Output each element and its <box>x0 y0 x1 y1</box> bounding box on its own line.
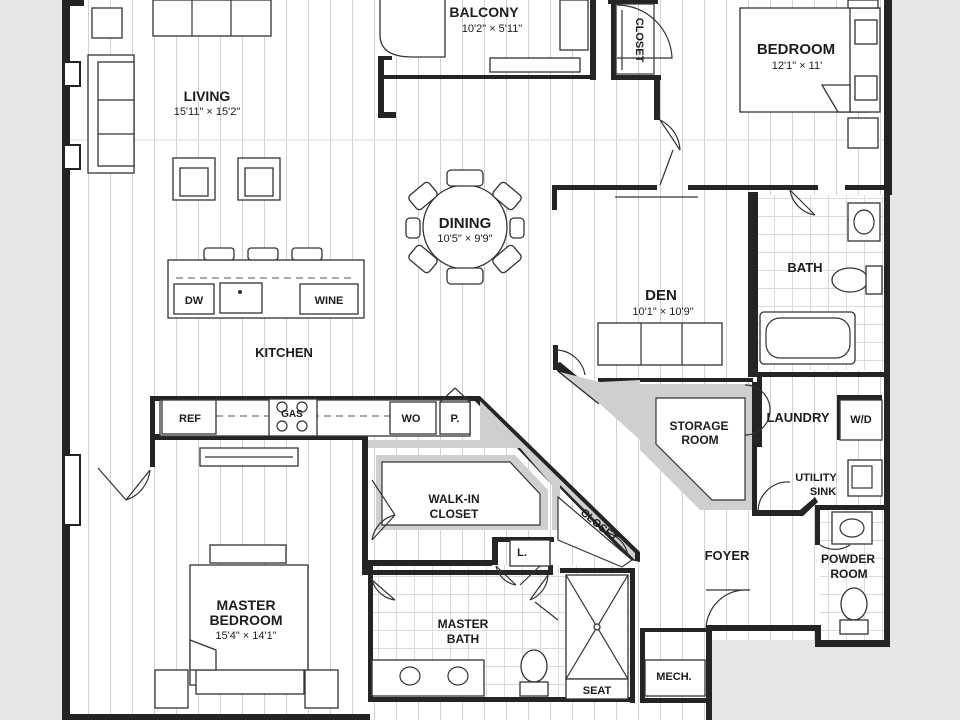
walk-in-label-1: WALK-IN <box>428 492 479 506</box>
balcony-dims: 10'2" × 5'11" <box>462 23 523 35</box>
dw-label: DW <box>185 295 204 307</box>
gas-label: GAS <box>281 409 303 420</box>
master-bedroom-label-2: BEDROOM <box>209 612 282 628</box>
wd-label: W/D <box>850 414 871 426</box>
master-bedroom-dims: 15'4" × 14'1" <box>215 630 276 642</box>
bedroom-label: BEDROOM <box>757 41 835 58</box>
bath-label: BATH <box>787 260 822 275</box>
storage-label-1: STORAGE <box>669 419 728 433</box>
storage-label-2: ROOM <box>681 433 718 447</box>
living-dims: 15'11" × 15'2" <box>174 106 241 118</box>
linen-label: L. <box>517 547 527 559</box>
master-bedroom-label-1: MASTER <box>216 597 275 613</box>
living-label: LIVING <box>184 88 231 104</box>
wine-label: WINE <box>315 295 344 307</box>
seat-label: SEAT <box>583 685 612 697</box>
utility-label-2: SINK <box>810 486 836 498</box>
ref-label: REF <box>179 413 201 425</box>
pantry-label: P. <box>451 413 460 425</box>
laundry-label: LAUNDRY <box>766 410 829 425</box>
dining-label: DINING <box>439 215 492 232</box>
wo-label: WO <box>402 413 421 425</box>
closet-top-label: CLOSET <box>633 18 645 63</box>
kitchen-label: KITCHEN <box>255 345 313 360</box>
powder-label-2: ROOM <box>830 567 867 581</box>
doors <box>97 4 851 631</box>
foyer-label: FOYER <box>705 548 750 563</box>
den-dims: 10'1" × 10'9" <box>632 306 693 318</box>
bedroom-dims: 12'1" × 11' <box>772 60 822 72</box>
master-bath-label-1: MASTER <box>438 617 489 631</box>
balcony-label: BALCONY <box>449 4 519 20</box>
utility-label-1: UTILITY <box>795 472 837 484</box>
mech-label: MECH. <box>656 671 691 683</box>
den-label: DEN <box>645 287 677 304</box>
room-labels: BALCONY 10'2" × 5'11" CLOSET BEDROOM 12'… <box>174 4 876 697</box>
walk-in-label-2: CLOSET <box>430 507 479 521</box>
master-bath-label-2: BATH <box>447 632 479 646</box>
powder-label-1: POWDER <box>821 552 875 566</box>
furniture <box>87 0 883 709</box>
dining-dims: 10'5" × 9'9" <box>437 233 492 245</box>
